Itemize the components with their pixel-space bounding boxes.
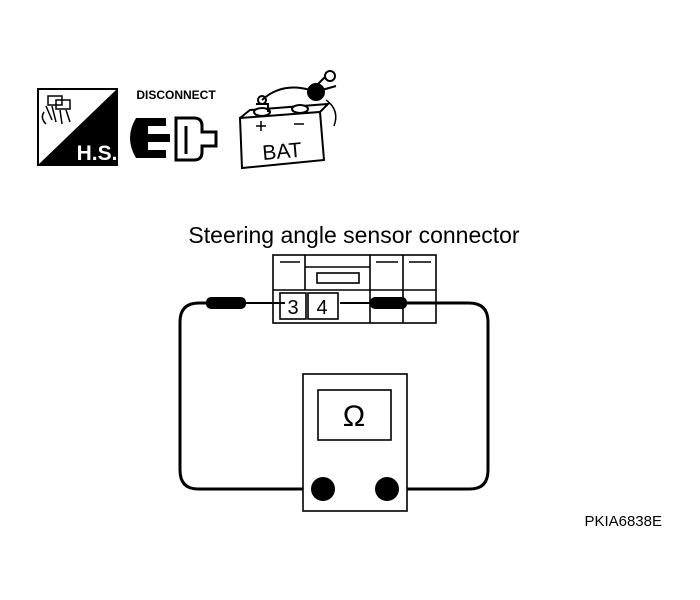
ohmmeter	[302, 373, 408, 512]
test-leads	[178, 301, 490, 491]
left-test-lead	[178, 301, 323, 491]
ohm-symbol: Ω	[343, 400, 365, 433]
disconnect-icon: DISCONNECT	[130, 88, 218, 162]
meter-terminal-right	[375, 477, 399, 501]
right-test-lead	[387, 301, 490, 491]
battery-label: BAT	[261, 139, 302, 165]
meter-terminal-left	[311, 477, 335, 501]
meter-display	[317, 389, 392, 441]
figure-code: PKIA6838E	[584, 513, 662, 530]
diagram-title: Steering angle sensor connector	[188, 222, 519, 248]
battery-icon: BAT	[238, 70, 337, 170]
hs-icon: H.S.	[37, 88, 118, 166]
left-probe-icon	[206, 297, 285, 309]
disconnect-label: DISCONNECT	[136, 88, 216, 102]
pin-4-label: 4	[316, 297, 327, 319]
steering-angle-sensor-connector	[272, 254, 437, 324]
pin-3-label: 3	[287, 297, 298, 319]
hs-label: H.S.	[77, 142, 118, 165]
right-probe-icon	[340, 297, 407, 309]
hand-tool-icon	[41, 95, 71, 125]
